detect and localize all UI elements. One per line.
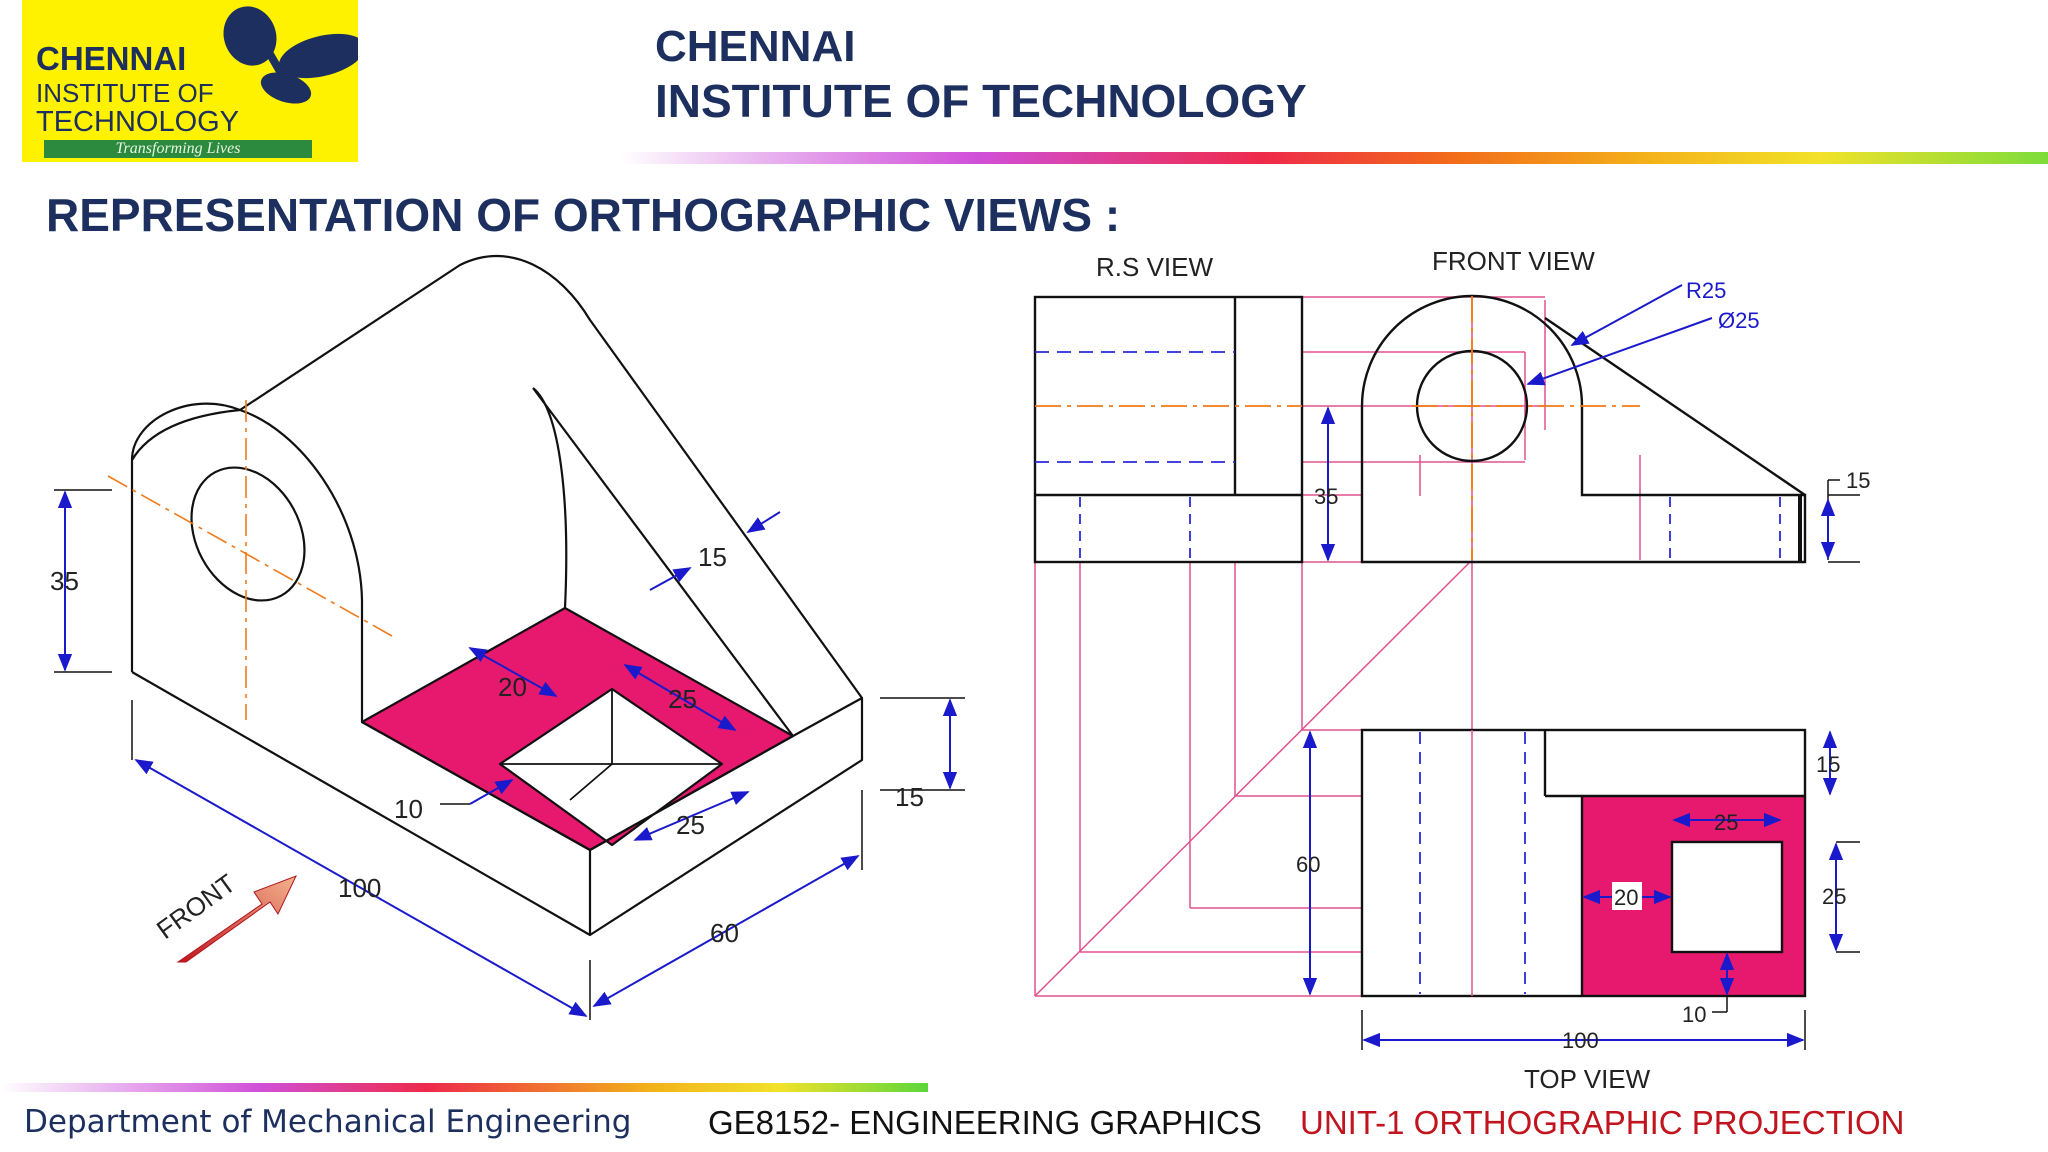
- iso-dim-20: 20: [498, 672, 527, 702]
- header-gradient-bar: [620, 152, 2048, 164]
- ortho-dia25-label: Ø25: [1718, 308, 1760, 333]
- iso-magenta-slot-face: [360, 606, 795, 852]
- butterfly-logo-icon: [223, 6, 358, 104]
- footer-course: GE8152- ENGINEERING GRAPHICS: [708, 1104, 1262, 1141]
- iso-dim-35: 35: [50, 566, 79, 596]
- footer-gradient-bar: [0, 1083, 928, 1092]
- iso-dim-15-right: 15: [895, 782, 924, 812]
- ortho-dim-35: 35: [1314, 484, 1338, 509]
- ortho-dim-100: 100: [1562, 1028, 1599, 1053]
- iso-upright-lug: [130, 402, 364, 722]
- iso-dim-25-upper: 25: [668, 684, 697, 714]
- iso-dim-60: 60: [710, 918, 739, 948]
- iso-front-label: FRONT: [151, 868, 241, 945]
- footer-department: Department of Mechanical Engineering: [24, 1104, 632, 1140]
- ortho-dim-15-top: 15: [1816, 752, 1840, 777]
- iso-dimensions: [54, 489, 965, 1020]
- ortho-dim-10: 10: [1682, 1002, 1706, 1027]
- logo-line-2: INSTITUTE OF: [36, 78, 214, 108]
- ortho-r25-label: R25: [1686, 278, 1726, 303]
- iso-gusset: [532, 387, 794, 737]
- ortho-dim-20: 20: [1614, 885, 1638, 910]
- logo-tagline: Transforming Lives: [44, 140, 312, 158]
- iso-dim-25-lower: 25: [676, 810, 705, 840]
- institute-logo: CHENNAI INSTITUTE OF TECHNOLOGY Transfor…: [22, 0, 358, 162]
- isometric-view: [107, 255, 864, 937]
- ortho-dim-15-front: 15: [1846, 468, 1870, 493]
- footer-unit: UNIT-1 ORTHOGRAPHIC PROJECTION: [1300, 1104, 1905, 1141]
- front-view-label: FRONT VIEW: [1432, 246, 1595, 276]
- rs-view-label: R.S VIEW: [1096, 252, 1213, 282]
- right-side-view: [1033, 295, 1304, 564]
- front-direction-arrow-icon: [176, 875, 297, 963]
- ortho-dimensions: [1302, 284, 1860, 1050]
- iso-dim-100: 100: [338, 873, 381, 903]
- logo-line-1: CHENNAI: [36, 40, 187, 77]
- iso-lug-hole: [190, 466, 306, 602]
- top-view-square-hole: [1670, 840, 1784, 954]
- ortho-dim-60: 60: [1296, 852, 1320, 877]
- institute-name-line-2: INSTITUTE OF TECHNOLOGY: [655, 75, 1307, 127]
- iso-dim-15-top: 15: [698, 542, 727, 572]
- top-view: [1360, 728, 1807, 998]
- top-view-label: TOP VIEW: [1524, 1064, 1651, 1094]
- logo-line-3: TECHNOLOGY: [36, 106, 240, 138]
- ortho-dim-25-top: 25: [1714, 810, 1738, 835]
- front-view: [1360, 294, 1807, 564]
- page-heading: REPRESENTATION OF ORTHOGRAPHIC VIEWS :: [46, 189, 1121, 241]
- iso-dim-10: 10: [394, 794, 423, 824]
- institute-name-line-1: CHENNAI: [655, 22, 856, 71]
- ortho-dim-25-right: 25: [1822, 884, 1846, 909]
